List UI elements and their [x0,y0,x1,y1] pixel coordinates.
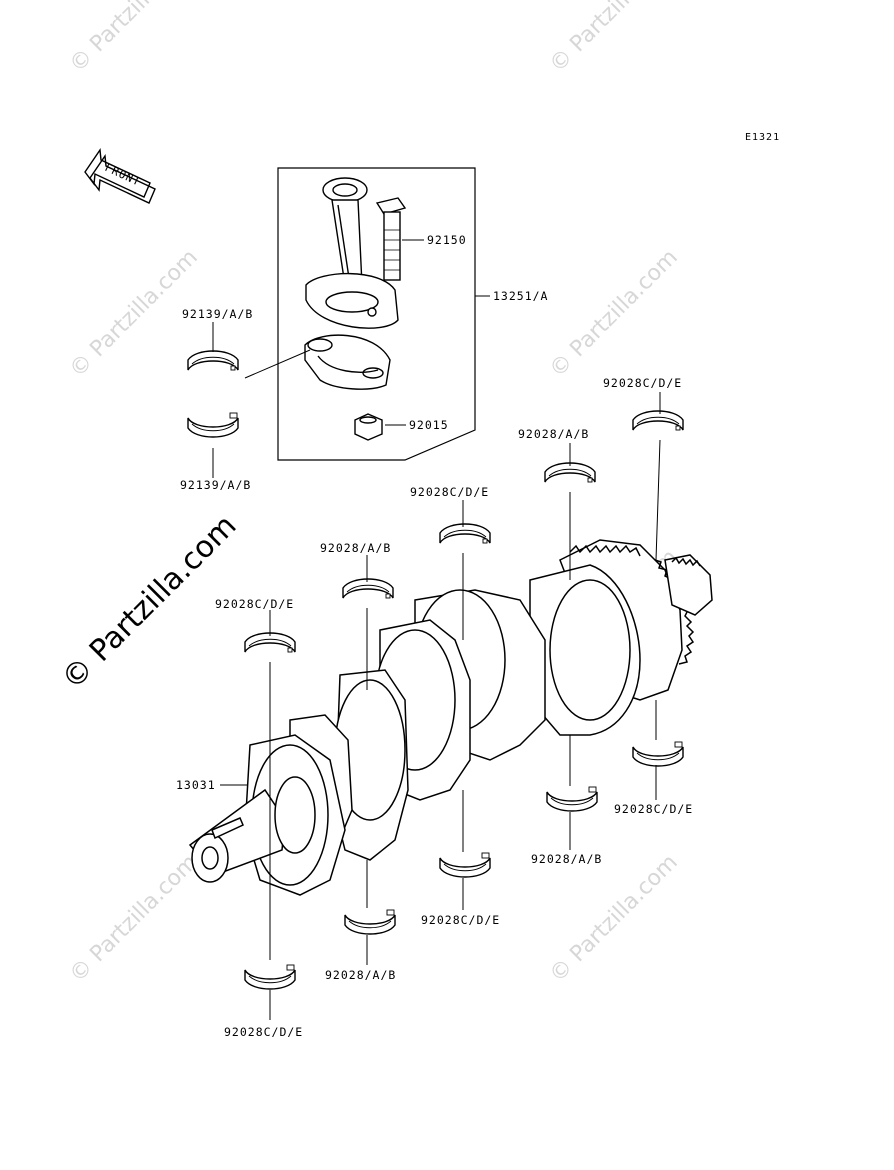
part-label-13251[interactable]: 13251/A [493,289,549,303]
conrod-bolt [375,197,407,281]
part-label-92028cde-6[interactable]: 92028C/D/E [224,1025,304,1039]
leader-lines [212,239,661,1020]
part-label-92015[interactable]: 92015 [409,418,449,432]
part-label-92139-bottom[interactable]: 92139/A/B [180,478,252,492]
crankshaft [188,539,713,896]
conrod-assembly-frame [277,167,476,461]
main-bearing-lower-rear [632,741,684,767]
part-label-92139-top[interactable]: 92139/A/B [182,307,254,321]
main-bearing-lower-4 [546,786,598,812]
main-bearing-lower-1 [244,964,296,990]
part-label-92028cde-2[interactable]: 92028C/D/E [410,485,490,499]
part-label-92028cde-1[interactable]: 92028C/D/E [603,376,683,390]
part-label-92028cde-3[interactable]: 92028C/D/E [215,597,295,611]
main-bearing-upper-2 [342,578,394,599]
part-label-92150[interactable]: 92150 [427,233,467,247]
diagram-code: E1321 [745,132,781,143]
part-label-92028cde-4[interactable]: 92028C/D/E [614,802,694,816]
part-label-92028ab-2[interactable]: 92028/A/B [320,541,392,555]
conrod-cap [304,334,391,390]
conrod-nut [354,413,383,441]
part-label-92028ab-3[interactable]: 92028/A/B [531,852,603,866]
part-label-92028ab-4[interactable]: 92028/A/B [325,968,397,982]
main-bearing-lower-2 [344,909,396,935]
conrod-bearing-lower [187,412,239,438]
part-label-13031[interactable]: 13031 [176,778,216,792]
main-bearing-upper-3 [439,523,491,544]
conrod-bearing-upper [187,350,239,371]
part-label-92028ab-1[interactable]: 92028/A/B [518,427,590,441]
connecting-rod [305,177,399,329]
main-bearing-upper-rear [632,410,684,431]
part-label-92028cde-5[interactable]: 92028C/D/E [421,913,501,927]
main-bearing-lower-3 [439,852,491,878]
front-arrow-icon [84,148,156,204]
